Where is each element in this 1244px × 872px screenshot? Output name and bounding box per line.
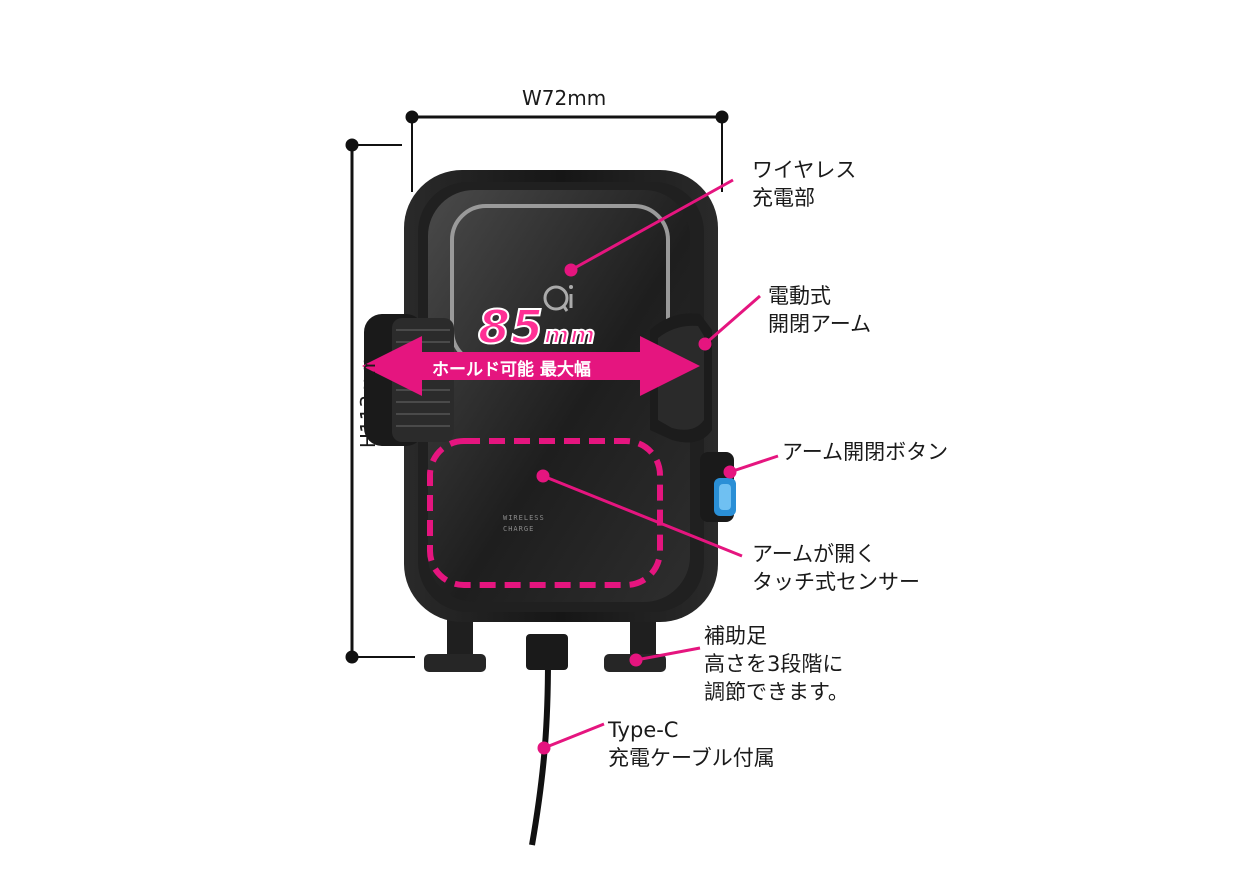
height-dimension-label: H113mm [356,355,381,449]
product-print-line2: CHARGE [503,525,535,533]
callout-line: ワイヤレス [752,158,857,182]
callout-wireless: ワイヤレス 充電部 [752,156,856,212]
callout-line: 電動式 [768,284,831,308]
callout-cable: Type-C 充電ケーブル付属 [608,716,775,772]
callout-leaders [536,178,779,755]
callout-line: 補助足 [704,624,767,648]
callout-line: Type-C [608,718,679,742]
product-print-line1: WIRELESS [503,514,545,522]
max-width-caption: ホールド可能 最大幅 [432,360,591,380]
callout-line: アーム開閉ボタン [782,440,949,464]
callout-line: 調節できます。 [704,680,849,704]
callout-line: 高さを3段階に [704,652,844,676]
width-dimension-label: W72mm [522,86,607,110]
max-width-badge: 85mm [477,299,597,355]
callout-line: 充電ケーブル付属 [608,746,775,770]
width-dimension-line [405,110,729,192]
callout-line: 充電部 [752,186,815,210]
charging-face [428,190,690,602]
callout-sensor: アームが開く タッチ式センサー [752,540,920,596]
touch-sensor-outline [427,438,663,588]
cable-plug [526,634,568,670]
width-arrow [362,336,700,396]
callout-foot: 補助足 高さを3段階に 調節できます。 [704,622,849,706]
callout-line: アームが開く [752,542,877,566]
callout-arm: 電動式 開閉アーム [768,282,871,338]
callout-button: アーム開閉ボタン [782,438,948,466]
max-width-value: 85 [477,299,545,355]
callout-line: タッチ式センサー [752,570,920,594]
height-dimension-line [345,138,415,664]
max-width-unit: mm [543,320,597,350]
callout-line: 開閉アーム [768,312,872,336]
qi-logo [543,285,573,312]
